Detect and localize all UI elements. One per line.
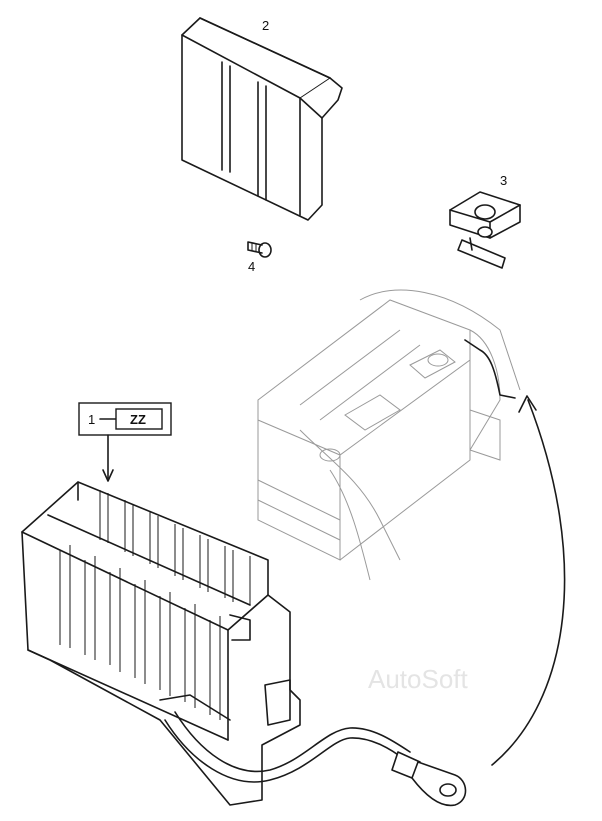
terminal-clamp-part <box>449 191 521 269</box>
callout-1: 1 <box>88 412 95 427</box>
leader-arrow-1 <box>102 434 114 482</box>
screw-part <box>247 241 272 258</box>
battery-cover-part <box>181 17 343 221</box>
watermark: AutoSoft <box>368 664 469 694</box>
code-box-label: ZZ <box>130 412 146 427</box>
battery-tray-part <box>21 481 467 807</box>
battery-installed-view <box>257 289 521 581</box>
part1-label-box <box>78 402 172 436</box>
callout-4: 4 <box>248 259 255 274</box>
callout-3: 3 <box>500 173 507 188</box>
callout-2: 2 <box>262 18 269 33</box>
assembly-arrow <box>491 395 566 766</box>
